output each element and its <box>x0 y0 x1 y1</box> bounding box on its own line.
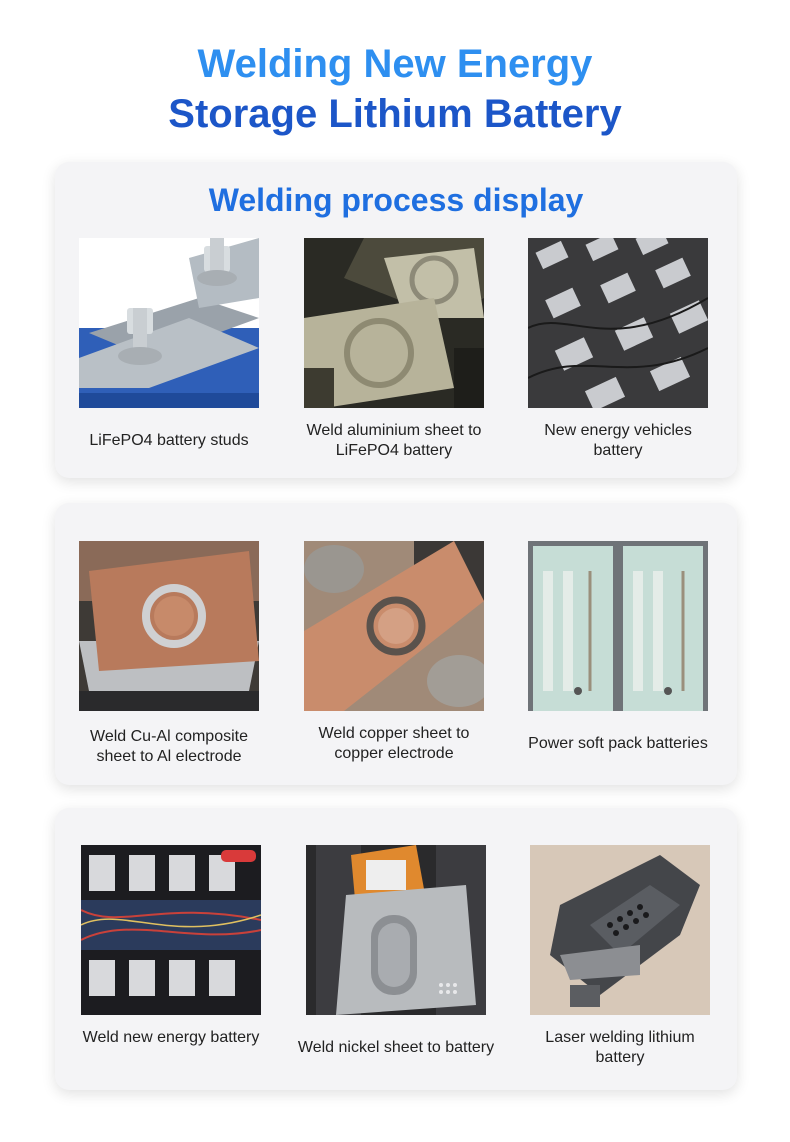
process-panel-3: Weld new energy battery Weld nickel shee… <box>55 808 737 1090</box>
caption: Weld Cu-Al composite sheet to Al electro… <box>90 728 248 765</box>
weld-aluminium-sheet-photo <box>304 238 484 408</box>
soft-pack-photo <box>528 541 708 711</box>
lifepo4-studs-photo <box>79 238 259 408</box>
caption: Weld new energy battery <box>82 1029 260 1046</box>
caption: Laser welding lithium battery <box>545 1029 695 1066</box>
process-panel-2: Weld Cu-Al composite sheet to Al electro… <box>55 503 737 785</box>
new-energy-vehicles-photo <box>528 238 708 408</box>
caption: Power soft pack batteries <box>528 735 708 752</box>
cu-al-composite-photo <box>79 541 259 711</box>
process-panel-1: Welding process display LiFePO4 battery … <box>55 162 737 478</box>
caption: Weld aluminium sheet to LiFePO4 battery <box>306 422 482 459</box>
section-heading: Welding process display <box>208 182 584 218</box>
weld-copper-sheet-photo <box>304 541 484 711</box>
weld-new-energy-battery-photo <box>81 845 261 1015</box>
page-title-line-1: Welding New Energy <box>197 42 593 86</box>
caption: Weld copper sheet to copper electrode <box>318 725 470 762</box>
page-title-line-2: Storage Lithium Battery <box>168 92 622 136</box>
laser-welding-photo <box>530 845 710 1015</box>
caption: Weld nickel sheet to battery <box>297 1039 495 1056</box>
weld-nickel-sheet-photo <box>306 845 486 1015</box>
caption: LiFePO4 battery studs <box>89 432 249 449</box>
caption: New energy vehicles battery <box>544 422 692 459</box>
